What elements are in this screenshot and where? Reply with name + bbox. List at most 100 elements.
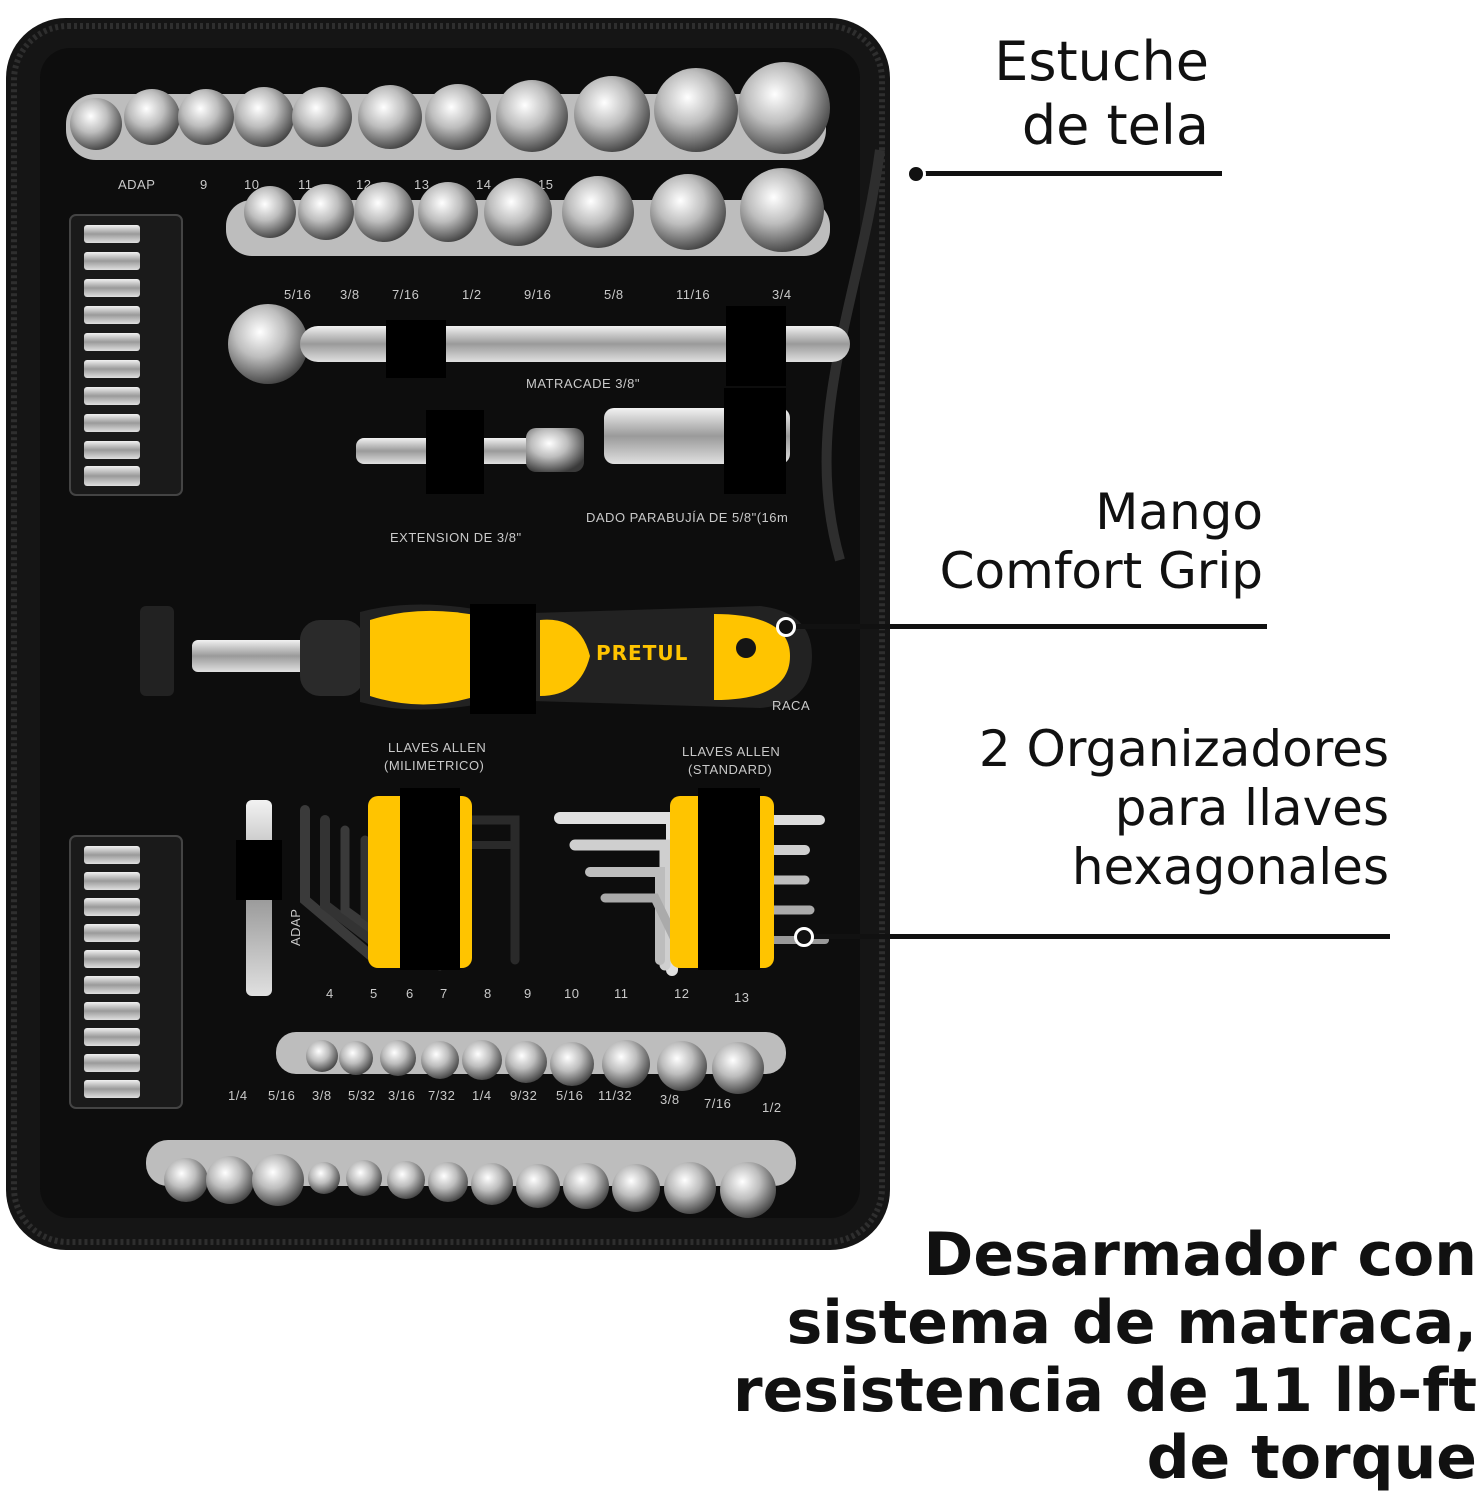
label-dado-bujia: DADO PARABUJÍA DE 5/8"(16m (586, 510, 788, 525)
label-row1: ADAP (118, 177, 155, 192)
tool-case-image: ADAP 9 10 11 12 13 14 15 5/16 3/8 7/16 1… (6, 18, 890, 1250)
bit (84, 950, 140, 968)
socket (612, 1164, 660, 1212)
label-hex: 12 (674, 986, 689, 1001)
label-small: 1/2 (762, 1100, 782, 1115)
screwdriver-yellow-grip (540, 619, 590, 696)
hex-row-labels: 4 5 6 7 8 9 10 11 12 13 (326, 986, 749, 1005)
velcro-strap (470, 604, 536, 714)
callout-mango-line: Comfort Grip (939, 542, 1263, 600)
bit (84, 898, 140, 916)
socket (496, 80, 568, 152)
socket (346, 1160, 382, 1196)
second-socket-row (244, 168, 824, 252)
callout-mango: Mango Comfort Grip (940, 483, 1263, 601)
leader-dot-organizadores (794, 927, 814, 947)
bit (84, 414, 140, 432)
socket (124, 89, 180, 145)
label-small: 5/16 (556, 1088, 583, 1103)
socket (206, 1156, 254, 1204)
case-zipper (11, 23, 885, 1245)
socket (234, 87, 294, 147)
callout-mango-line: Mango (1095, 483, 1263, 541)
hex-key (300, 805, 381, 965)
socket (164, 1158, 208, 1202)
callout-org-line: para llaves (1114, 779, 1389, 837)
socket (712, 1042, 764, 1094)
label-small: 3/8 (660, 1092, 680, 1107)
socket (602, 1040, 650, 1088)
spark-plug-socket (604, 388, 790, 494)
socket (664, 1162, 716, 1214)
label-llaves-std: LLAVES ALLEN (682, 744, 780, 759)
bit (84, 252, 140, 270)
callout-estuche-line: de tela (1021, 93, 1209, 157)
socket (657, 1041, 707, 1091)
bits-top (84, 225, 140, 486)
label-extension: EXTENSION DE 3/8" (390, 530, 522, 545)
socket (462, 1040, 502, 1080)
socket (244, 186, 296, 238)
label-row2: 5/16 (284, 287, 311, 302)
socket (418, 182, 478, 242)
screwdriver-yellow-grip (370, 610, 480, 705)
bit (84, 924, 140, 942)
label-hex: 11 (614, 986, 629, 1001)
callout-organizadores: 2 Organizadores para llaves hexagonales (979, 720, 1389, 897)
label-row2: 1/2 (462, 287, 482, 302)
screwdriver-yellow-grip (714, 614, 790, 700)
label-small: 11/32 (598, 1088, 632, 1103)
label-small: 5/32 (348, 1088, 375, 1103)
socket (574, 76, 650, 152)
socket (380, 1040, 416, 1076)
label-small: 3/8 (312, 1088, 332, 1103)
label-row2: 7/16 (392, 287, 419, 302)
label-row1: 10 (244, 177, 259, 192)
callout-desarm-line: sistema de matraca, (786, 1287, 1477, 1358)
label-small: 7/16 (704, 1096, 731, 1111)
socket (387, 1161, 425, 1199)
socket (358, 85, 422, 149)
hex-key (585, 867, 665, 965)
label-llaves-mm: LLAVES ALLEN (388, 740, 486, 755)
label-row1: 9 (200, 177, 208, 192)
socket (550, 1042, 594, 1086)
label-hex: 10 (564, 986, 579, 1001)
socket (70, 98, 122, 150)
label-row2: 3/8 (340, 287, 360, 302)
socket (562, 176, 634, 248)
leader-dot-estuche (906, 164, 926, 184)
bit (84, 360, 140, 378)
label-hex: 9 (524, 986, 532, 1001)
bit (84, 1080, 140, 1098)
callout-org-line: 2 Organizadores (978, 720, 1389, 778)
label-small: 1/4 (228, 1088, 248, 1103)
socket (654, 68, 738, 152)
label-llaves-mm: (MILIMETRICO) (384, 758, 484, 773)
socket (650, 174, 726, 250)
label-row1: 13 (414, 177, 429, 192)
bit (84, 387, 140, 405)
label-row1: 11 (298, 177, 313, 192)
socket (292, 87, 352, 147)
label-hex: 4 (326, 986, 334, 1001)
bit (84, 1054, 140, 1072)
screwdriver-collar (300, 620, 364, 696)
bits-bottom (84, 846, 140, 1098)
leader-line-estuche (918, 171, 1222, 176)
bit (84, 441, 140, 459)
label-hex: 7 (440, 986, 448, 1001)
socket (471, 1163, 513, 1205)
label-hex: 13 (734, 990, 749, 1005)
leader-line-mango (788, 624, 1267, 629)
bit (84, 872, 140, 890)
ratchet-wrench (228, 304, 850, 386)
velcro-strap (426, 410, 484, 494)
socket (563, 1163, 609, 1209)
label-adap-small: ADAP (288, 909, 303, 946)
leader-dot-mango (776, 617, 796, 637)
hang-hole (736, 638, 756, 658)
callout-desarm-line: Desarmador con (923, 1220, 1477, 1290)
velcro-strap (400, 788, 460, 970)
hex-key (465, 815, 520, 965)
